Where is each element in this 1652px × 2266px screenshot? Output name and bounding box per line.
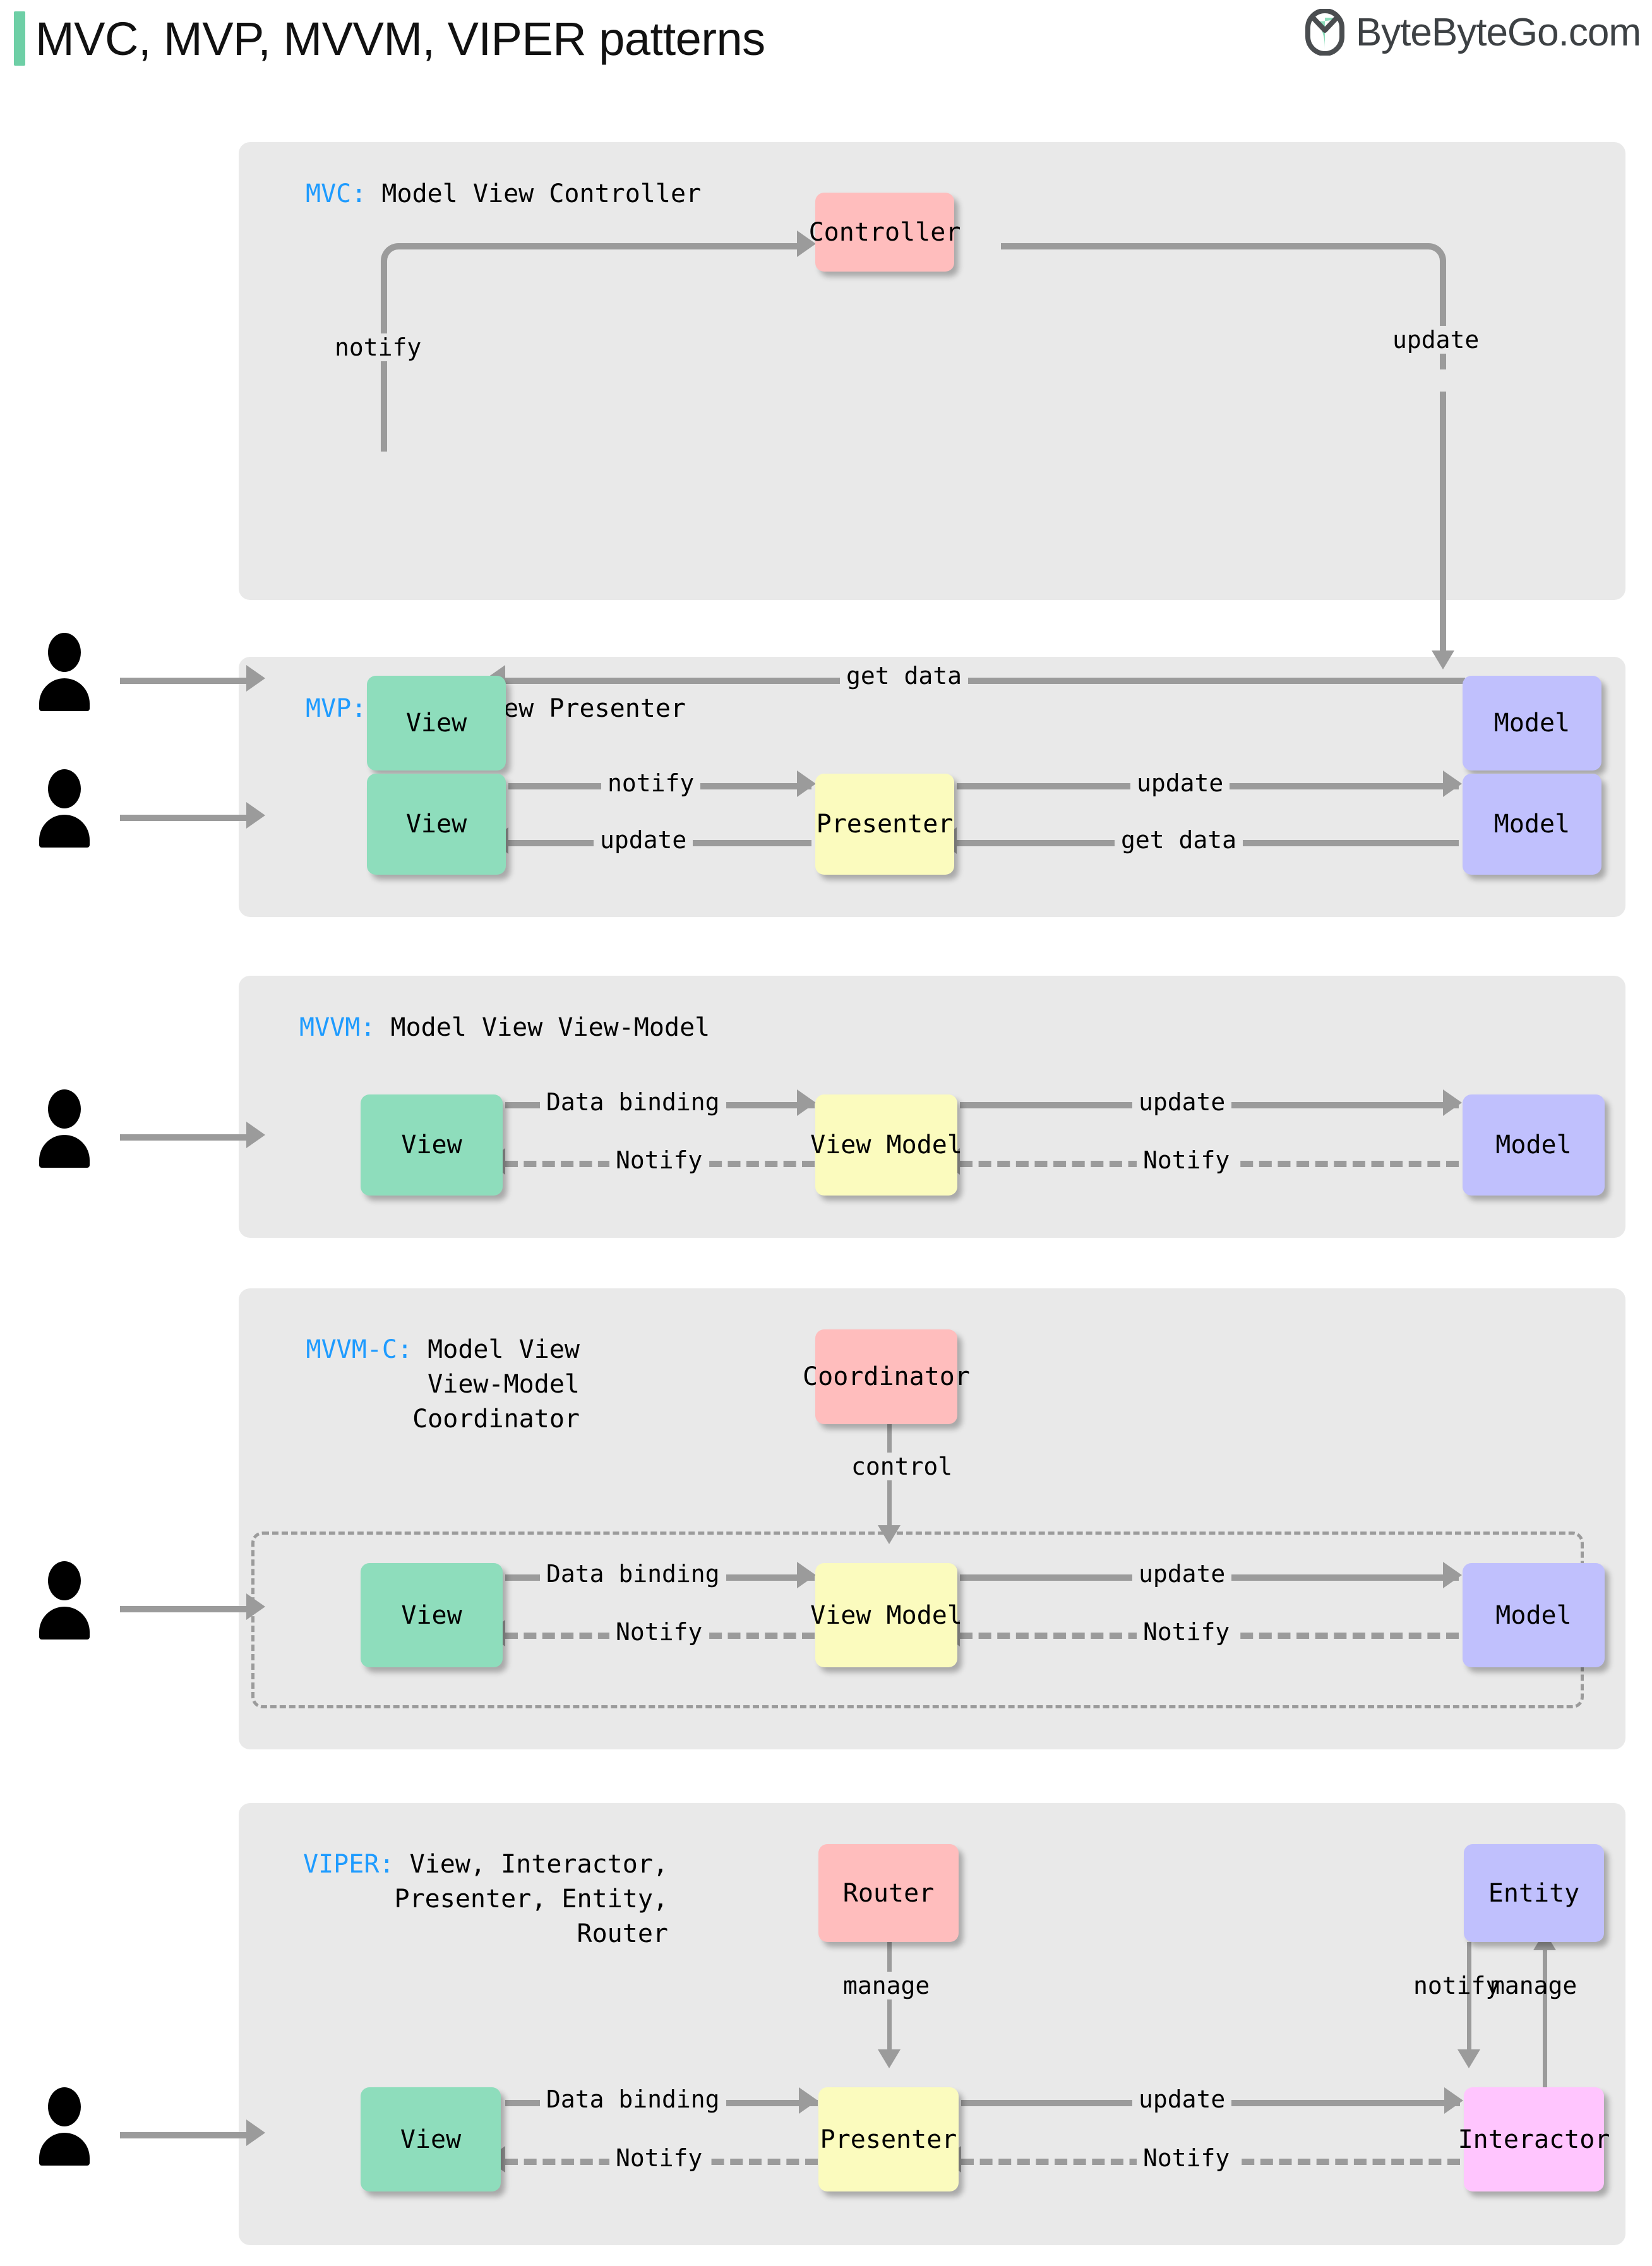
section-expansion-viper-1: View, Interactor,	[409, 1850, 668, 1879]
edge-view-presenter-arrow-viper	[799, 2087, 818, 2114]
edge-user-view-mvc	[120, 678, 246, 684]
node-model-mvvmc[interactable]: Model	[1463, 1563, 1605, 1667]
edge-user-view-mvvmc	[120, 1606, 246, 1612]
bytebytego-logo-icon	[1305, 8, 1344, 56]
edge-user-view-mvp	[120, 815, 246, 821]
section-abbr-mvp: MVP:	[306, 694, 367, 723]
edge-label-notify-entity-viper: notify	[1413, 1972, 1500, 1999]
edge-label-update-mvvmc: update	[1132, 1560, 1232, 1588]
node-view-mvvmc[interactable]: View	[361, 1563, 503, 1667]
node-router-viper[interactable]: Router	[818, 1844, 959, 1942]
edge-label-notify-mvp: notify	[601, 769, 701, 797]
edge-controller-model-line-mvc	[1001, 243, 1421, 249]
section-expansion-mvvmc-3: Coordinator	[412, 1405, 580, 1434]
title-accent-bar	[14, 11, 25, 66]
node-view-mvc[interactable]: View	[367, 676, 506, 770]
edge-label-control-mvvmc: control	[845, 1453, 959, 1480]
edge-user-view-arrow-viper	[246, 2119, 265, 2146]
section-panel-viper: VIPER: View, Interactor, Presenter, Entit…	[239, 1803, 1625, 2245]
edge-label-notify-right-mvvm: Notify	[1137, 1146, 1236, 1174]
section-panel-mvvm: MVVM: Model View View-Model View View Mo…	[239, 976, 1625, 1238]
brand-logo: ByteByteGo.com	[1305, 8, 1641, 56]
edge-view-controller-line-mvc	[587, 243, 802, 249]
edge-view-vm-arrow-mvvm	[797, 1089, 816, 1116]
section-panel-mvc: MVC: Model View Controller Controller Vi…	[239, 142, 1625, 770]
edge-label-manage-entity-viper: manage	[1490, 1972, 1577, 1999]
edge-view-vm-arrow-mvvmc	[797, 1562, 816, 1588]
edge-interactor-entity-viper	[1543, 1948, 1547, 2122]
edge-controller-model-elbow-mvc	[1415, 243, 1446, 369]
node-view-mvvm[interactable]: View	[361, 1094, 503, 1196]
node-model-mvvm[interactable]: Model	[1463, 1094, 1605, 1196]
edge-controller-model-arrow-mvc	[1432, 650, 1454, 669]
section-expansion-mvvm: Model View View-Model	[390, 1013, 710, 1042]
edge-coordinator-vm-arrow-mvvmc	[878, 1525, 901, 1544]
edge-user-view-arrow-mvc	[246, 665, 265, 692]
edge-presenter-interactor-arrow-viper	[1444, 2087, 1463, 2114]
section-expansion-mvvmc-2: View-Model	[428, 1370, 580, 1399]
section-abbr-mvvm: MVVM:	[299, 1013, 376, 1042]
edge-label-manage-router-viper: manage	[837, 1972, 937, 1999]
edge-view-controller-arrow-mvc	[797, 231, 816, 257]
edge-user-view-arrow-mvvmc	[246, 1593, 265, 1620]
edge-vm-model-arrow-mvvm	[1443, 1089, 1462, 1116]
edge-label-update-right-mvp: update	[1130, 769, 1230, 797]
edge-label-data-binding-viper: Data binding	[540, 2085, 726, 2113]
edge-label-update-left-mvp: update	[594, 826, 693, 854]
section-abbr-mvvmc: MVVM-C:	[306, 1335, 413, 1364]
brand-name: ByteByteGo.com	[1355, 10, 1641, 54]
edge-label-notify-right-viper: Notify	[1137, 2144, 1236, 2172]
node-controller[interactable]: Controller	[809, 193, 961, 272]
edge-router-presenter-arrow-viper	[878, 2049, 901, 2068]
edge-user-view-viper	[120, 2132, 246, 2138]
section-expansion-viper-2: Presenter, Entity,	[394, 1885, 668, 1914]
node-entity-viper[interactable]: Entity	[1464, 1844, 1604, 1942]
edge-user-view-mvvm	[120, 1134, 246, 1141]
edge-label-get-data-mvp: get data	[1115, 826, 1243, 854]
page-title: MVC, MVP, MVVM, VIPER patterns	[35, 13, 765, 65]
edge-user-view-arrow-mvvm	[246, 1122, 265, 1148]
edge-label-notify-left-mvvm: Notify	[609, 1146, 709, 1174]
edge-user-view-arrow-mvp	[246, 802, 265, 829]
node-coordinator-mvvmc[interactable]: Coordinator	[803, 1329, 970, 1424]
page-header: MVC, MVP, MVVM, VIPER patterns ByteByteG…	[0, 0, 1652, 82]
node-presenter-viper[interactable]: Presenter	[818, 2087, 959, 2191]
edge-label-notify-left-mvvmc: Notify	[609, 1618, 709, 1646]
node-interactor-viper[interactable]: Interactor	[1458, 2087, 1610, 2191]
edge-presenter-model-arrow-mvp	[1443, 770, 1462, 797]
section-expansion-mvvmc-1: Model View	[428, 1335, 580, 1364]
edge-label-notify-left-viper: Notify	[609, 2144, 709, 2172]
edge-label-notify-mvc: notify	[328, 333, 428, 361]
edge-label-get-data-mvc: get data	[840, 662, 969, 690]
node-viewmodel-mvvmc[interactable]: View Model	[810, 1563, 962, 1667]
node-viewmodel-mvvm[interactable]: View Model	[810, 1094, 962, 1196]
edge-label-update-mvc: update	[1386, 326, 1486, 354]
section-expansion-viper-3: Router	[577, 1919, 669, 1948]
node-model-mvp[interactable]: Model	[1463, 774, 1601, 875]
edge-entity-interactor-arrow-viper	[1457, 2049, 1480, 2068]
edge-model-view-line-mvc	[505, 678, 1465, 684]
node-presenter-mvp[interactable]: Presenter	[815, 774, 954, 875]
edge-label-data-binding-mvvmc: Data binding	[540, 1560, 726, 1588]
edge-label-notify-right-mvvmc: Notify	[1137, 1618, 1236, 1646]
node-view-viper[interactable]: View	[361, 2087, 501, 2191]
section-title-mvvm: MVVM: Model View View-Model	[299, 1010, 710, 1045]
node-model-mvc[interactable]: Model	[1463, 676, 1601, 770]
edge-label-update-viper: update	[1132, 2085, 1232, 2113]
section-abbr-viper: VIPER:	[303, 1850, 395, 1879]
section-title-mvc: MVC: Model View Controller	[306, 177, 701, 212]
section-abbr-mvc: MVC:	[306, 179, 367, 208]
edge-controller-model-down-mvc	[1440, 392, 1446, 657]
edge-view-presenter-arrow-mvp	[797, 770, 816, 797]
section-expansion-mvc: Model View Controller	[381, 179, 702, 208]
edge-label-data-binding-mvvm: Data binding	[540, 1088, 726, 1116]
edge-entity-interactor-viper	[1467, 1942, 1471, 2056]
section-title-viper: VIPER: View, Interactor, Presenter, Entit…	[264, 1847, 668, 1951]
edge-vm-model-arrow-mvvmc	[1443, 1562, 1462, 1588]
node-view-mvp[interactable]: View	[367, 774, 506, 875]
edge-label-update-mvvm: update	[1132, 1088, 1232, 1116]
